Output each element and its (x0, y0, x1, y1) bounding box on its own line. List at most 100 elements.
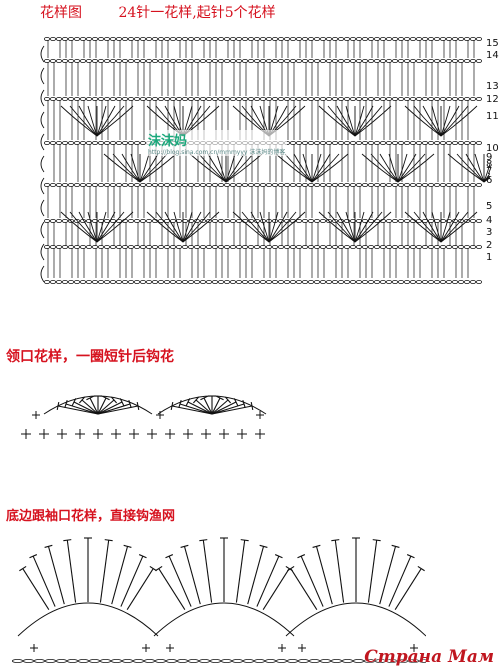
row-chain (271, 244, 278, 249)
row-chain (110, 36, 117, 42)
row-chain (61, 182, 68, 187)
hem-fan-stitch (367, 539, 381, 603)
row-chain (235, 244, 242, 249)
row-chain (140, 58, 147, 63)
fan-stitch (268, 211, 297, 243)
foundation-chain (61, 279, 68, 284)
watermark-text: 沫沫妈 (148, 134, 188, 149)
fan-stitch (87, 211, 98, 243)
hem-base-chain (319, 658, 331, 663)
row-chain (253, 97, 260, 102)
hem-fan-stitch (44, 544, 65, 605)
single-crochet-symbol (166, 644, 174, 652)
row-chain (80, 36, 87, 42)
row-chain (427, 36, 434, 42)
neck-fan-stitch (211, 401, 254, 415)
row-chain (86, 36, 93, 42)
single-crochet-symbol (278, 644, 286, 652)
row-chain (301, 182, 308, 187)
row-chain (463, 182, 470, 187)
row-chain (49, 58, 56, 63)
foundation-chain (277, 279, 284, 284)
hem-base-chain (100, 658, 112, 663)
row-chain (134, 244, 141, 249)
row-chain (67, 58, 74, 63)
row-chain (313, 182, 320, 187)
foundation-chain (373, 279, 380, 284)
row-chain (164, 36, 171, 42)
foundation-chain (110, 279, 117, 284)
row-chain (86, 141, 93, 146)
fan-stitch (440, 105, 469, 137)
row-chain (391, 36, 398, 42)
fan-stitch (96, 211, 107, 243)
row-chain (469, 97, 476, 102)
row-chain (55, 182, 62, 187)
row-chain (110, 97, 117, 102)
row-chain (331, 182, 338, 187)
row-chain (146, 218, 153, 223)
row-chain (325, 58, 332, 63)
fan-stitch (146, 211, 184, 243)
foundation-chain (229, 279, 236, 284)
fan-stitch (354, 211, 365, 243)
row-chain (379, 141, 386, 146)
fan-stitch (155, 211, 184, 243)
edge-turn (40, 243, 45, 261)
neck-fan-stitch (97, 401, 140, 415)
row-chain (80, 97, 87, 102)
row-chain (211, 182, 218, 187)
row-chain (373, 244, 380, 249)
row-chain (271, 182, 278, 187)
row-chain (361, 244, 368, 249)
foundation-chain (397, 279, 404, 284)
fan-stitch (69, 211, 98, 243)
row-chain (205, 97, 212, 102)
row-chain (86, 218, 93, 223)
fan-stitch (182, 211, 202, 243)
edge-turn (40, 177, 45, 195)
row-chain (331, 218, 338, 223)
row-chain (116, 36, 123, 42)
row-chain (92, 182, 99, 187)
row-chain (421, 141, 428, 146)
row-chain (397, 218, 404, 223)
fan-stitch (275, 153, 313, 183)
neck-fan-stitch (208, 395, 216, 414)
row-chain (116, 141, 123, 146)
row-chain (229, 218, 236, 223)
hem-fan-stitch (247, 544, 268, 605)
row-chain (241, 244, 248, 249)
row-chain (86, 244, 93, 249)
foundation-chain (175, 279, 182, 284)
row-chain (283, 36, 290, 42)
row-chain (277, 244, 284, 249)
foundation-chain (427, 279, 434, 284)
row-chain (343, 182, 350, 187)
row-chain (134, 36, 141, 42)
row-chain (164, 182, 171, 187)
single-crochet-symbol (39, 429, 49, 439)
foundation-chain (451, 279, 458, 284)
foundation-chain (445, 279, 452, 284)
hem-base-chain (78, 658, 90, 663)
single-crochet-symbol (21, 429, 31, 439)
row-chain (193, 182, 200, 187)
foundation-chain (415, 279, 422, 284)
row-chain (331, 58, 338, 63)
hem-fan-stitch (126, 565, 157, 610)
fan-stitch (216, 153, 227, 183)
row-chain (295, 97, 302, 102)
hem-base-chain (12, 658, 23, 663)
row-chain (277, 97, 284, 102)
row-chain (325, 218, 332, 223)
row-chain (379, 97, 386, 102)
fan-stitch (447, 153, 485, 183)
neck-fan-stitch (200, 395, 213, 415)
row-chain (301, 244, 308, 249)
fan-stitch (413, 105, 442, 137)
chart-title: 花样图 24针一花样,起针5个花样 (40, 2, 276, 22)
fan-stitch (422, 211, 442, 243)
row-chain (116, 97, 123, 102)
row-chain (104, 182, 111, 187)
